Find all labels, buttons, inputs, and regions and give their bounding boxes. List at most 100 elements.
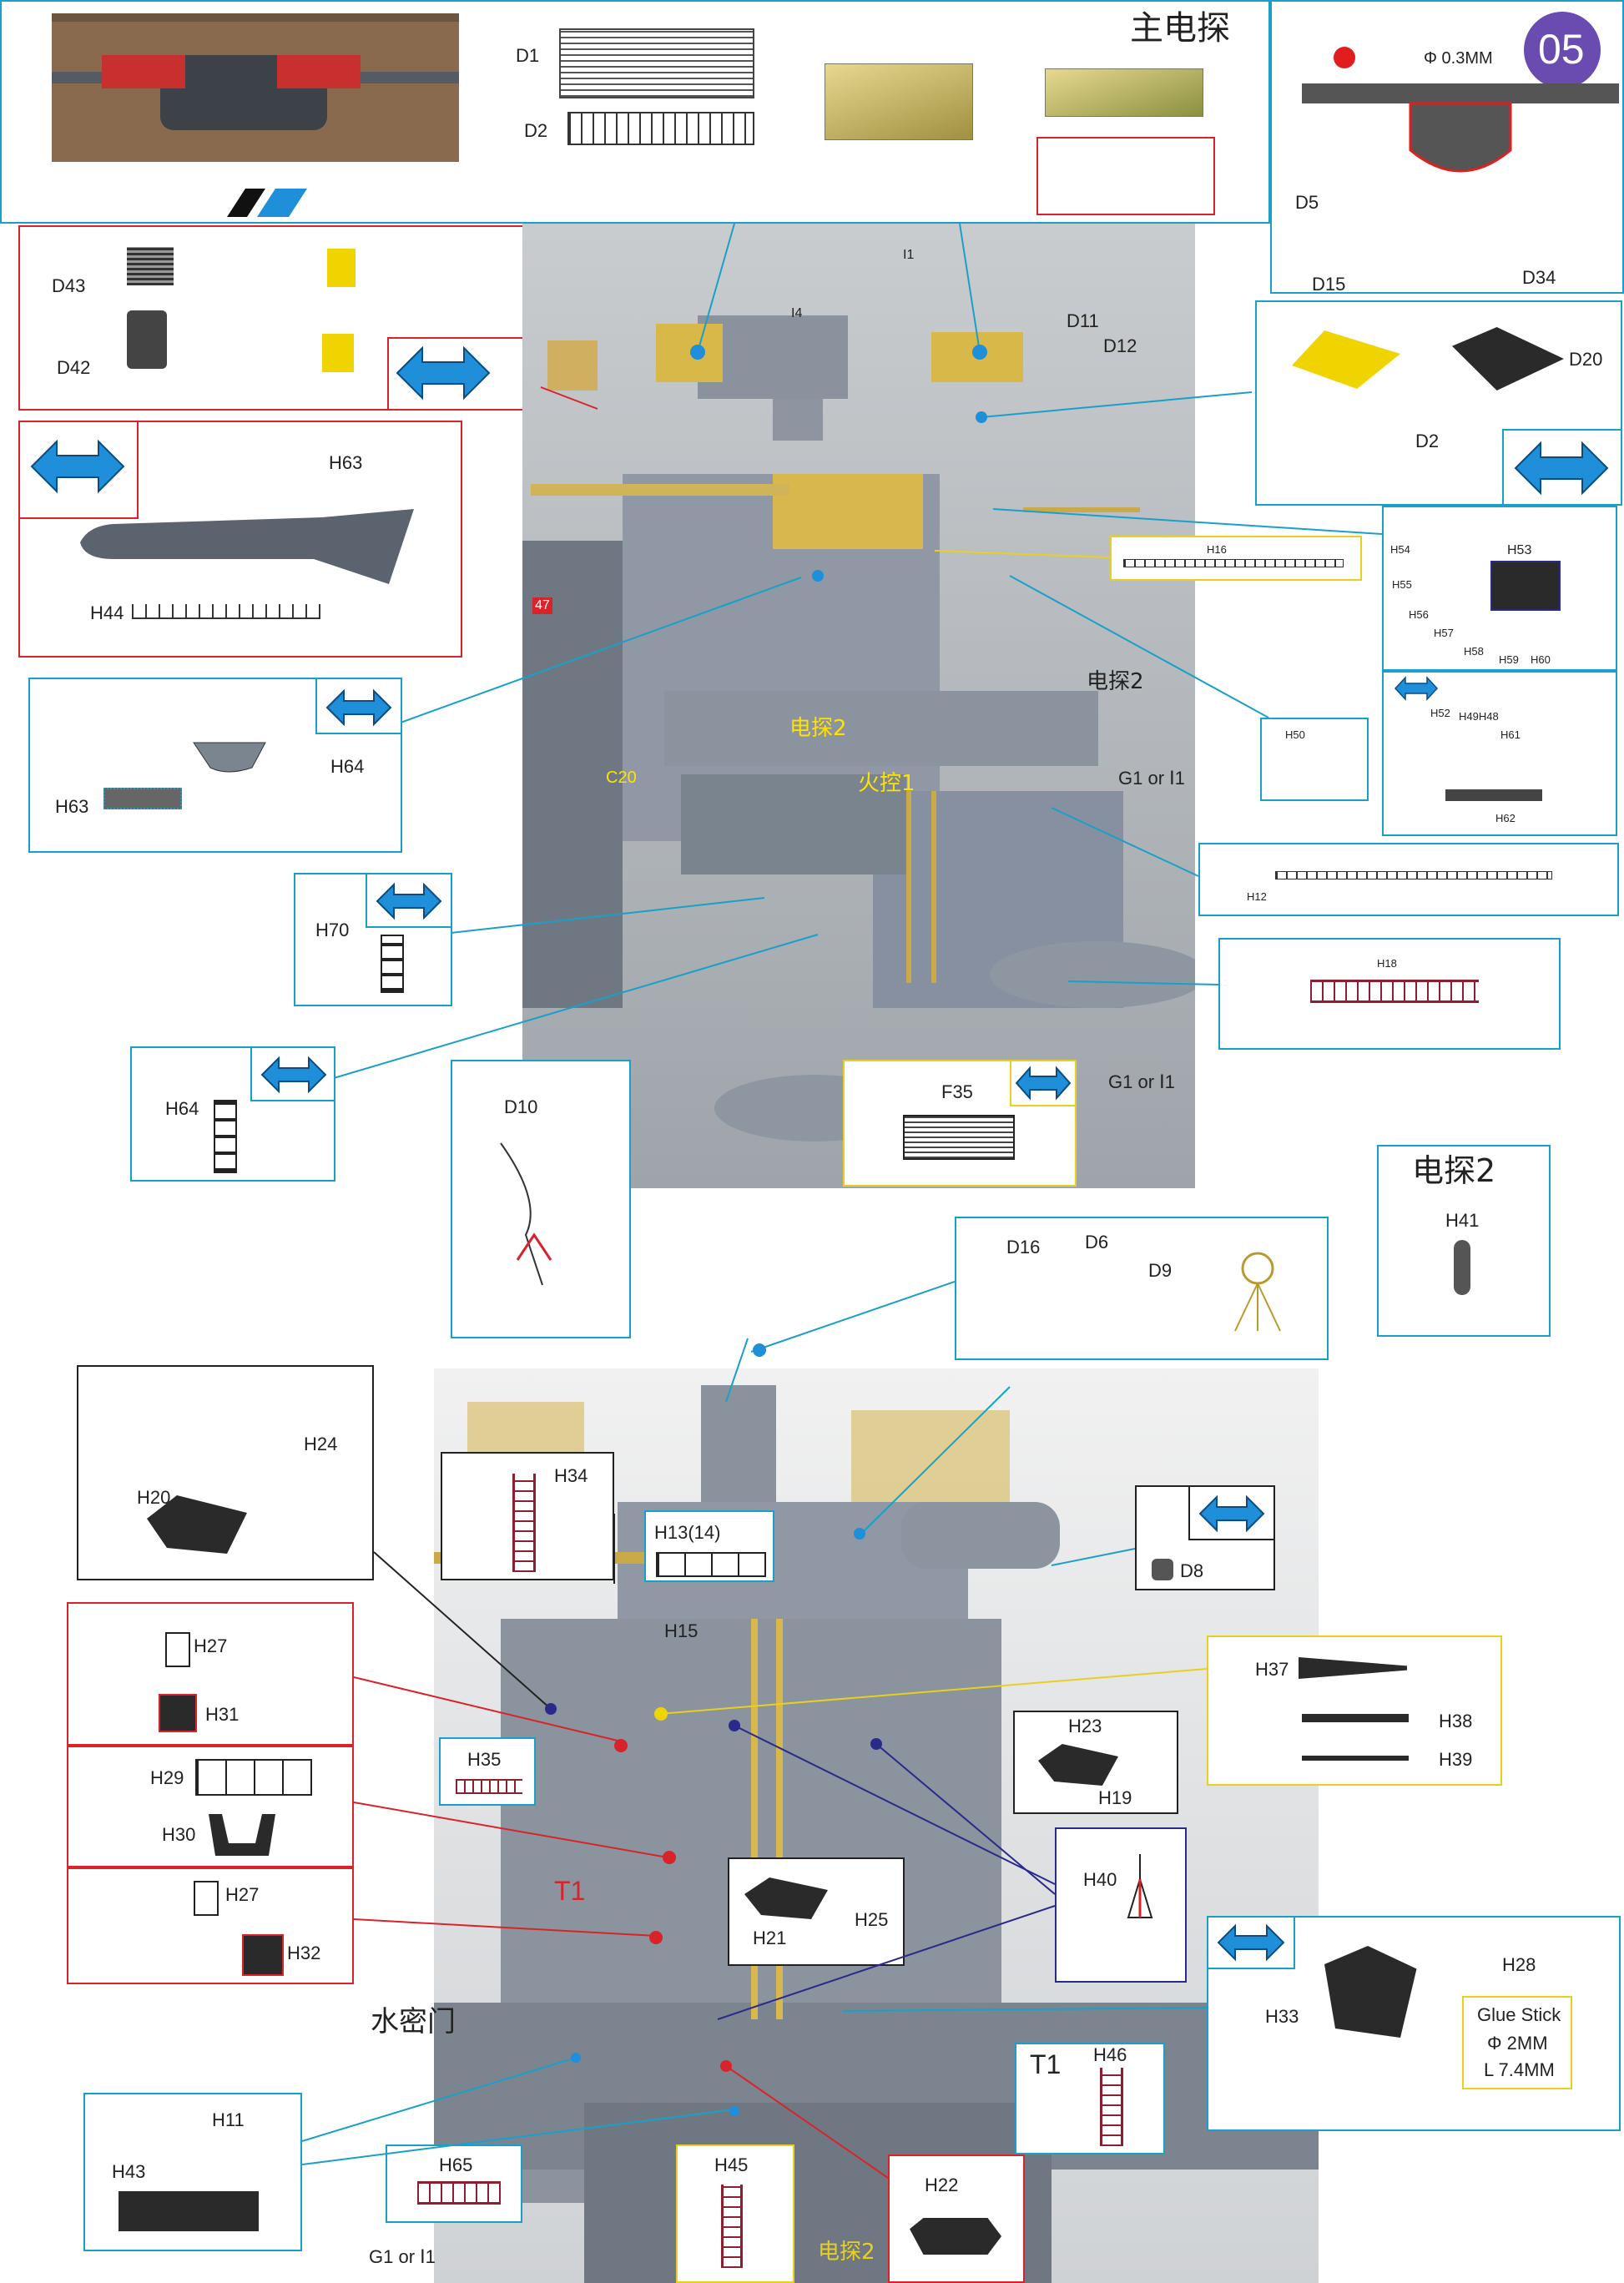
h29-part xyxy=(195,1759,312,1796)
label-h27-a: H27 xyxy=(194,1635,228,1656)
h41-part xyxy=(1454,1240,1470,1295)
both-sides-icon-7 xyxy=(1514,439,1609,497)
label-h39: H39 xyxy=(1439,1749,1473,1770)
label-d15: D15 xyxy=(1312,274,1346,295)
h27-part-a xyxy=(165,1632,190,1667)
label-h12: H12 xyxy=(1247,890,1267,903)
h64-wedge-part xyxy=(193,742,266,776)
label-h29: H29 xyxy=(150,1767,184,1788)
fire-control-label: 火控1 xyxy=(858,771,915,796)
h32-part xyxy=(242,1934,284,1976)
h37-h38-h39-box xyxy=(1207,1635,1502,1786)
radar-assembled-part xyxy=(825,63,973,140)
glue-stick-label: Glue Stick xyxy=(1477,2004,1561,2025)
label-h37: H37 xyxy=(1255,1659,1289,1680)
glue-stick-length: L 7.4MM xyxy=(1484,2059,1555,2080)
label-h54: H54 xyxy=(1390,543,1410,556)
label-h44: H44 xyxy=(90,602,124,623)
main-radar-title: 主电探 xyxy=(1130,9,1230,48)
spec-diameter: Φ 0.3MM xyxy=(1424,49,1493,68)
h22-part xyxy=(910,2218,1001,2255)
both-sides-icon-9 xyxy=(1198,1494,1265,1533)
sprue-photo xyxy=(52,13,459,162)
both-sides-icon-5 xyxy=(260,1056,327,1094)
label-d20: D20 xyxy=(1569,349,1603,370)
label-h34: H34 xyxy=(554,1465,588,1486)
both-sides-icon-3 xyxy=(325,688,392,727)
h50-box xyxy=(1260,718,1369,801)
upper-bridge-drawing xyxy=(522,315,1195,1142)
label-h21: H21 xyxy=(753,1928,787,1948)
label-h32: H32 xyxy=(287,1943,321,1963)
radar2-title: 电探2 xyxy=(1412,1152,1496,1189)
label-i4: I4 xyxy=(791,306,803,320)
step-badge xyxy=(1524,12,1601,88)
label-i1: I1 xyxy=(903,248,915,262)
radar2-label-a: 电探2 xyxy=(1087,669,1144,694)
d42-part xyxy=(127,310,167,369)
h62-part xyxy=(1445,789,1542,801)
label-h55: H55 xyxy=(1392,578,1412,591)
h35-box xyxy=(439,1737,536,1806)
h46-ladder-part xyxy=(1100,2068,1123,2146)
label-d43: D43 xyxy=(52,275,86,296)
label-d2b: D2 xyxy=(1415,431,1440,451)
d6-assembly-part xyxy=(1227,1252,1289,1335)
label-h70: H70 xyxy=(315,920,350,940)
h40-box xyxy=(1055,1827,1187,1983)
label-h28: H28 xyxy=(1502,1954,1536,1975)
g1-or-i1-label-a: G1 or Ⅰ1 xyxy=(1118,768,1185,789)
h12-box xyxy=(1198,843,1619,916)
label-h56: H56 xyxy=(1409,608,1429,621)
h65-ladder-part xyxy=(417,2181,501,2205)
h34-ladder-part xyxy=(512,1474,536,1572)
label-h61: H61 xyxy=(1500,728,1521,741)
label-h31: H31 xyxy=(205,1704,240,1725)
h62-box xyxy=(1382,671,1617,836)
label-d5: D5 xyxy=(1295,192,1319,213)
h18-ladder-part xyxy=(1310,980,1479,1003)
t1-h46-box xyxy=(1015,2043,1165,2154)
label-h22: H22 xyxy=(925,2175,959,2195)
h44-railing-part xyxy=(132,604,320,619)
h63-plate-part xyxy=(103,788,182,809)
glue-stick-diameter: Φ 2MM xyxy=(1487,2033,1548,2054)
label-d11: D11 xyxy=(1067,310,1099,331)
label-h60: H60 xyxy=(1531,653,1551,666)
label-h16: H16 xyxy=(1207,543,1227,556)
h38-part xyxy=(1302,1714,1409,1722)
label-d42: D42 xyxy=(57,357,91,378)
glue-stick-box xyxy=(1462,1996,1572,2089)
h43-part xyxy=(119,2191,259,2231)
label-h53: H53 xyxy=(1507,543,1532,557)
d8-part xyxy=(1152,1559,1173,1580)
label-h35: H35 xyxy=(467,1749,502,1770)
h27-part-b xyxy=(194,1881,219,1916)
label-h13: H13(14) xyxy=(654,1522,721,1543)
label-d16: D16 xyxy=(1006,1237,1041,1257)
d16-d6-d9-box xyxy=(955,1217,1329,1360)
h16-box xyxy=(1110,536,1362,581)
d10-antenna-part xyxy=(484,1135,593,1293)
step-badge-number: 05 xyxy=(1538,26,1585,73)
label-h19: H19 xyxy=(1098,1787,1132,1808)
label-d2: D2 xyxy=(524,120,548,141)
label-h43: H43 xyxy=(112,2161,146,2182)
h13-part xyxy=(656,1552,766,1577)
h53-part xyxy=(1490,561,1561,611)
label-d1: D1 xyxy=(516,45,540,66)
h39-part xyxy=(1302,1756,1409,1761)
h45-ladder-part xyxy=(721,2185,743,2268)
upper-bridge-photo xyxy=(522,224,1195,1188)
h40-part xyxy=(1127,1854,1153,1921)
label-h41: H41 xyxy=(1445,1210,1480,1231)
label-h65: H65 xyxy=(439,2154,473,2175)
label-h63-b: H63 xyxy=(55,796,89,817)
d42-result-part xyxy=(322,334,354,372)
label-h23: H23 xyxy=(1068,1716,1102,1736)
label-h58: H58 xyxy=(1464,645,1484,658)
label-d6: D6 xyxy=(1085,1232,1109,1252)
label-d8: D8 xyxy=(1180,1560,1204,1581)
h31-part xyxy=(159,1694,197,1732)
g1-or-i1-label-c: G1 or Ⅰ1 xyxy=(369,2246,436,2267)
